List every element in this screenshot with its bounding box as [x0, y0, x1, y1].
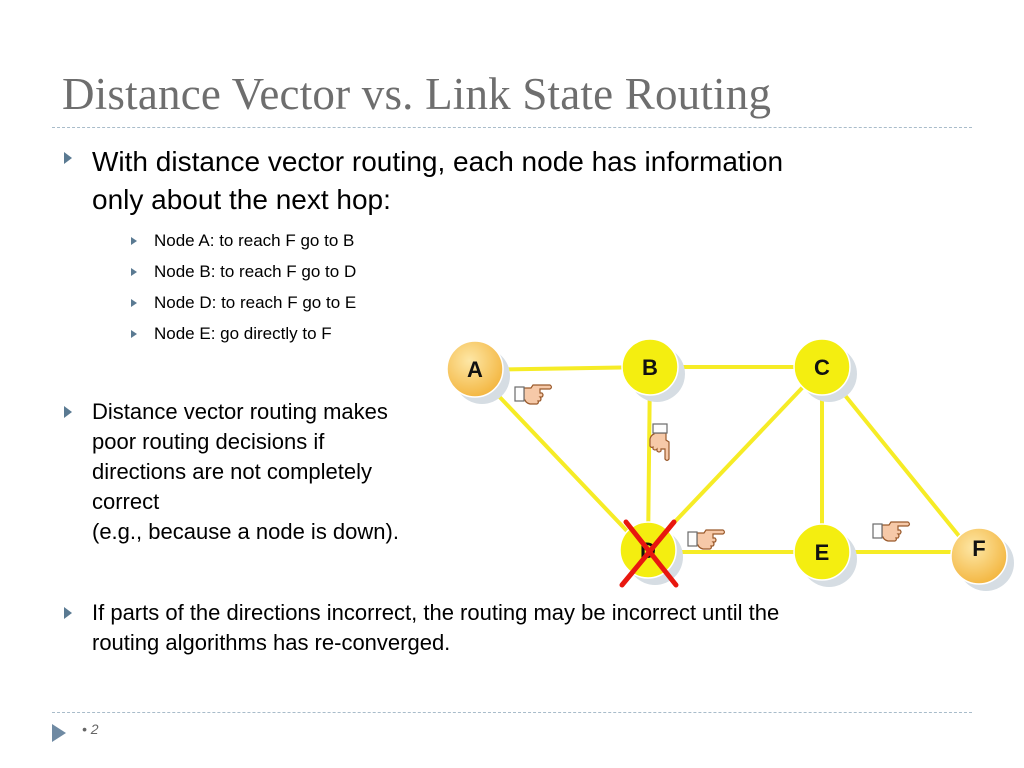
node-b-label: B — [642, 355, 658, 380]
bullet-arrow-icon — [64, 152, 72, 164]
pointing-hand-icon — [687, 529, 726, 550]
node-f-label: F — [972, 536, 985, 561]
link-c-d — [646, 365, 824, 552]
node-c: C — [793, 338, 857, 402]
bullet-arrow-icon — [64, 406, 72, 418]
link-c-f — [820, 365, 974, 554]
node-e-label: E — [815, 540, 830, 565]
bullet-2-line: correct — [92, 489, 160, 514]
node-e: E — [793, 523, 857, 587]
bullet-3-line-1: If parts of the directions incorrect, th… — [92, 600, 780, 625]
bullet-2-line: directions are not completely — [92, 459, 373, 484]
bullet-1-line-2: only about the next hop: — [92, 184, 391, 215]
bullet-2-line: (e.g., because a node is down). — [92, 519, 399, 544]
bullet-3-line-2: routing algorithms has re-converged. — [92, 630, 451, 655]
sub-bullet-4: Node E: go directly to F — [154, 324, 332, 343]
node-a-label: A — [467, 357, 483, 382]
page-number: • 2 — [82, 721, 99, 737]
bullet-2-line: poor routing decisions if — [92, 429, 325, 454]
title-divider — [52, 127, 972, 128]
footer-divider — [52, 712, 972, 713]
footer-arrow-icon — [52, 724, 66, 742]
sub-bullet-arrow-icon — [131, 330, 137, 338]
sub-bullet-arrow-icon — [131, 299, 137, 307]
pointing-hand-icon — [872, 521, 911, 542]
pointing-hand-icon — [649, 423, 670, 462]
bullet-arrow-icon — [64, 607, 72, 619]
bullet-1-line-1: With distance vector routing, each node … — [92, 146, 784, 177]
node-down-x-icon — [619, 519, 679, 588]
node-a: A — [446, 340, 510, 404]
bullet-2-line: Distance vector routing makes — [92, 399, 388, 424]
node-b: B — [621, 338, 685, 402]
link-a-d — [472, 368, 647, 552]
bullet-1-text: With distance vector routing, each node … — [92, 143, 783, 219]
bullet-2-text: Distance vector routing makes poor routi… — [92, 397, 399, 547]
sub-bullet-arrow-icon — [131, 237, 137, 245]
sub-bullet-2: Node B: to reach F go to D — [154, 262, 357, 281]
bullet-3-text: If parts of the directions incorrect, th… — [92, 598, 779, 658]
node-c-label: C — [814, 355, 830, 380]
pointing-hand-icon — [514, 384, 553, 405]
sub-bullet-3: Node D: to reach F go to E — [154, 293, 357, 312]
node-f: F — [950, 527, 1014, 591]
sub-bullet-1: Node A: to reach F go to B — [154, 231, 355, 250]
sub-bullet-arrow-icon — [131, 268, 137, 276]
slide-title: Distance Vector vs. Link State Routing — [62, 69, 772, 119]
